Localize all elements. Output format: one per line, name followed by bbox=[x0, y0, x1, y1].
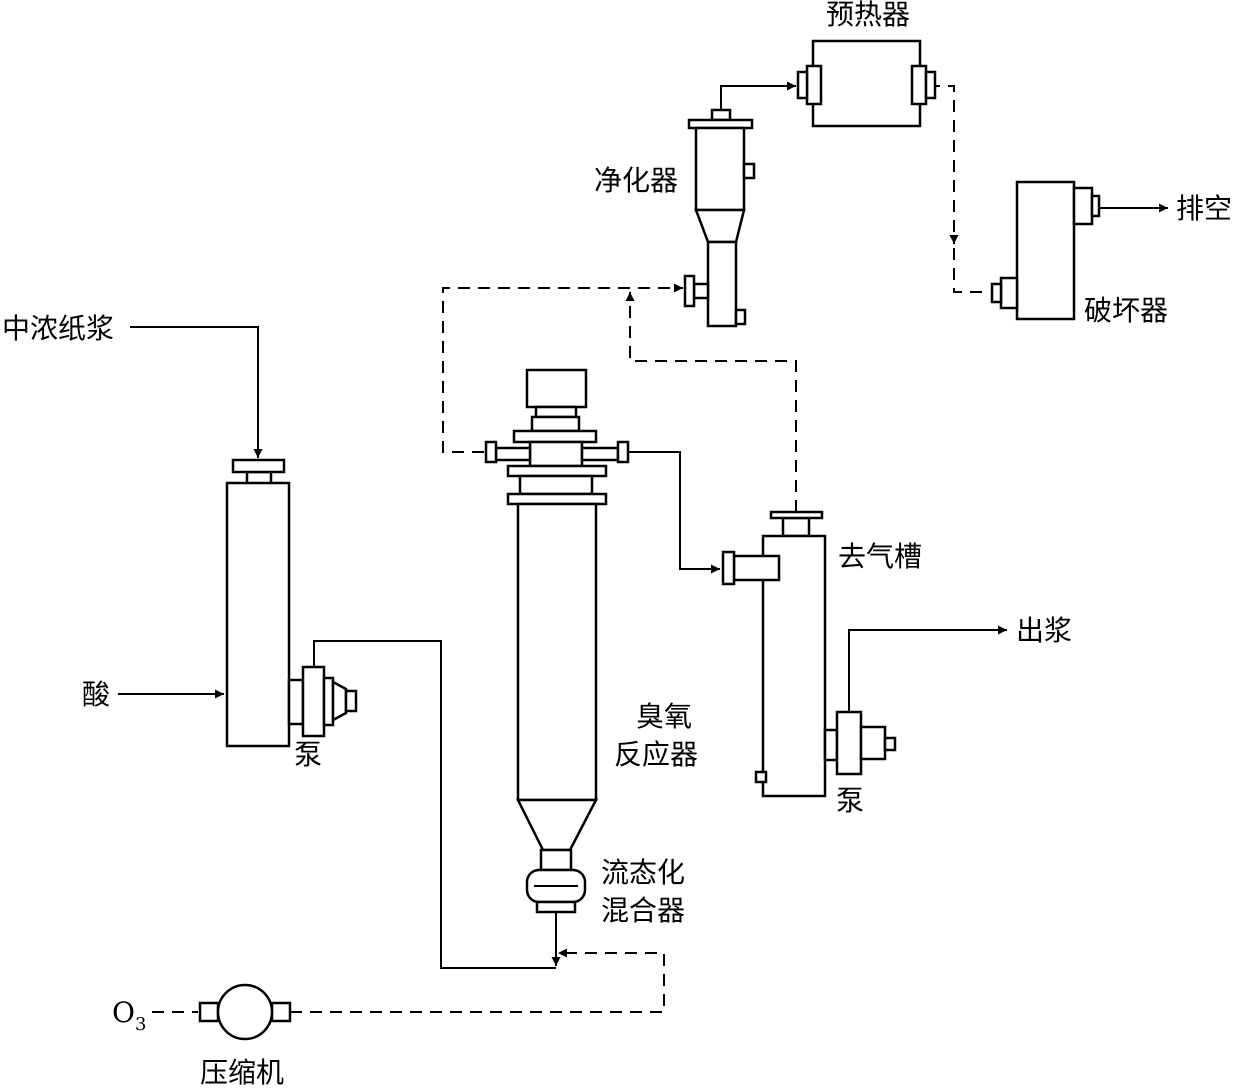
left-pump bbox=[287, 665, 358, 738]
tank-gas-line bbox=[625, 292, 797, 512]
vent-label: 排空 bbox=[1176, 192, 1232, 225]
ozone-label-main: O bbox=[112, 996, 135, 1029]
destroyer-label: 破坏器 bbox=[1084, 294, 1168, 327]
reactor-gas-line bbox=[442, 283, 683, 453]
compressor-label: 压缩机 bbox=[200, 1056, 284, 1088]
purifier-label: 净化器 bbox=[594, 164, 678, 197]
pulp-out-label: 出浆 bbox=[1016, 614, 1072, 647]
compressor bbox=[198, 983, 292, 1041]
ozone-label: O3 bbox=[112, 996, 146, 1035]
preheater bbox=[796, 39, 937, 128]
ozone-label-subscript: 3 bbox=[135, 1014, 146, 1035]
right-pump bbox=[823, 710, 897, 776]
pulp-out-line bbox=[848, 625, 1007, 712]
reactor-label-line2: 反应器 bbox=[614, 738, 698, 771]
pulp-tower bbox=[225, 458, 291, 748]
left-pump-label: 泵 bbox=[294, 738, 322, 771]
mixer-label-line1: 流态化 bbox=[601, 856, 685, 889]
preheater-label: 预热器 bbox=[826, 0, 910, 31]
ozone-reactor bbox=[484, 368, 630, 914]
purifier bbox=[683, 108, 756, 328]
destroyer bbox=[990, 180, 1101, 321]
deaeration-tank bbox=[721, 510, 827, 798]
pulp-feed-line bbox=[130, 326, 263, 458]
compressor-to-mixer-line bbox=[290, 948, 665, 1013]
reactor-label-line1: 臭氧 bbox=[636, 700, 692, 733]
right-pump-label: 泵 bbox=[836, 784, 864, 817]
medium-pulp-label: 中浓纸浆 bbox=[2, 312, 114, 345]
mixer-label-line2: 混合器 bbox=[601, 894, 685, 927]
destroyer-inlet-line bbox=[953, 248, 990, 293]
flow-lines bbox=[118, 81, 1168, 1013]
deaeration-tank-label: 去气槽 bbox=[838, 540, 922, 573]
preheater-to-destroyer-line bbox=[928, 85, 959, 244]
pump-to-mixer-line bbox=[313, 640, 556, 969]
purifier-to-preheater-line bbox=[720, 81, 796, 110]
acid-label: 酸 bbox=[82, 678, 110, 711]
reactor-to-tank-line bbox=[628, 451, 720, 574]
